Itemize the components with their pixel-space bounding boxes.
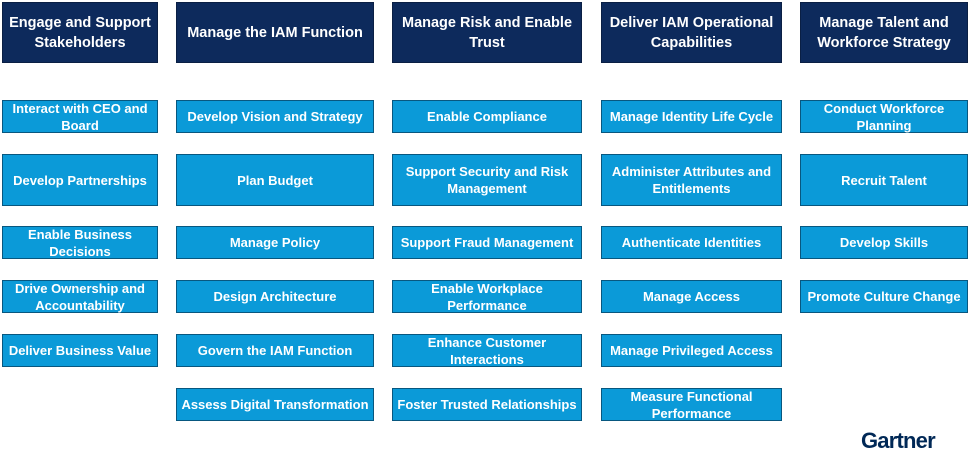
column-header: Manage the IAM Function <box>176 2 374 63</box>
capability-box: Enable Compliance <box>392 100 582 133</box>
capability-box: Measure Functional Performance <box>601 388 782 421</box>
capability-box: Foster Trusted Relationships <box>392 388 582 421</box>
capability-box: Recruit Talent <box>800 154 968 206</box>
capability-box: Drive Ownership and Accountability <box>2 280 158 313</box>
gartner-logo: Gartner <box>861 428 936 453</box>
capability-box: Develop Partnerships <box>2 154 158 206</box>
capability-box: Authenticate Identities <box>601 226 782 259</box>
capability-box: Manage Access <box>601 280 782 313</box>
capability-box: Assess Digital Transformation <box>176 388 374 421</box>
capability-box: Plan Budget <box>176 154 374 206</box>
capability-box: Enhance Customer Interactions <box>392 334 582 367</box>
capability-box: Support Fraud Management <box>392 226 582 259</box>
column-header: Deliver IAM Operational Capabilities <box>601 2 782 63</box>
column-header: Manage Risk and Enable Trust <box>392 2 582 63</box>
capability-box: Enable Business Decisions <box>2 226 158 259</box>
capability-box: Develop Skills <box>800 226 968 259</box>
column-header: Engage and Support Stakeholders <box>2 2 158 63</box>
capability-box: Enable Workplace Performance <box>392 280 582 313</box>
capability-box: Interact with CEO and Board <box>2 100 158 133</box>
capability-box: Manage Privileged Access <box>601 334 782 367</box>
capability-box: Support Security and Risk Management <box>392 154 582 206</box>
capability-box: Deliver Business Value <box>2 334 158 367</box>
capability-box: Administer Attributes and Entitlements <box>601 154 782 206</box>
capability-box: Manage Identity Life Cycle <box>601 100 782 133</box>
capability-box: Design Architecture <box>176 280 374 313</box>
capability-box: Conduct Workforce Planning <box>800 100 968 133</box>
capability-box: Govern the IAM Function <box>176 334 374 367</box>
capability-box: Manage Policy <box>176 226 374 259</box>
column-header: Manage Talent and Workforce Strategy <box>800 2 968 63</box>
capability-box: Develop Vision and Strategy <box>176 100 374 133</box>
capability-box: Promote Culture Change <box>800 280 968 313</box>
